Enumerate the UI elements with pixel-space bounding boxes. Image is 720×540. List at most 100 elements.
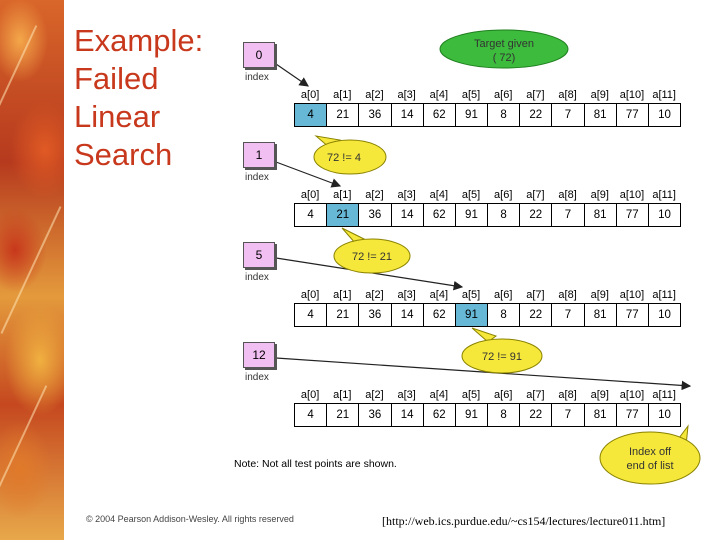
array-cell: 36	[359, 204, 391, 226]
array-index-label: a[2]	[358, 188, 390, 202]
array-index-label: a[11]	[648, 88, 680, 102]
array-cell: 22	[520, 304, 552, 326]
target-bubble-line: ( 72)	[493, 52, 516, 64]
array-index-label: a[9]	[584, 88, 616, 102]
pointer-arrow	[276, 64, 308, 86]
array-index-label: a[3]	[391, 88, 423, 102]
index-label: index	[245, 72, 269, 83]
array-cell: 36	[359, 404, 391, 426]
comparison-text: 72 != 4	[327, 152, 361, 164]
array-cell: 91	[456, 304, 488, 326]
array-index-label: a[8]	[552, 388, 584, 402]
array-index-label: a[5]	[455, 88, 487, 102]
array-cell: 14	[392, 104, 424, 126]
array-index-label: a[0]	[294, 188, 326, 202]
array-cell: 21	[327, 304, 359, 326]
array-index-label: a[10]	[616, 288, 648, 302]
array-cell: 4	[295, 204, 327, 226]
array-index-label: a[3]	[391, 188, 423, 202]
array-header-row: a[0]a[1]a[2]a[3]a[4]a[5]a[6]a[7]a[8]a[9]…	[294, 88, 680, 102]
array-index-label: a[4]	[423, 188, 455, 202]
comparison-text: 72 != 21	[352, 251, 392, 263]
array-index-label: a[11]	[648, 388, 680, 402]
array-index-label: a[3]	[391, 288, 423, 302]
index-box: 5	[243, 242, 275, 268]
array-index-label: a[7]	[519, 388, 551, 402]
array-index-label: a[6]	[487, 288, 519, 302]
array-cell: 7	[552, 204, 584, 226]
array-cell: 91	[456, 204, 488, 226]
index-box: 0	[243, 42, 275, 68]
array-cell: 91	[456, 104, 488, 126]
array-index-label: a[5]	[455, 188, 487, 202]
array-cell: 36	[359, 104, 391, 126]
array-index-label: a[9]	[584, 288, 616, 302]
array-cell: 14	[392, 204, 424, 226]
array-index-label: a[1]	[326, 188, 358, 202]
array-index-label: a[9]	[584, 388, 616, 402]
array-cell: 62	[424, 304, 456, 326]
array-index-label: a[6]	[487, 388, 519, 402]
array-cell: 62	[424, 104, 456, 126]
array-cell: 77	[617, 304, 649, 326]
comparison-text: 72 != 91	[482, 351, 522, 363]
array-index-label: a[2]	[358, 288, 390, 302]
array-cell: 81	[585, 304, 617, 326]
index-label: index	[245, 372, 269, 383]
array-cell: 77	[617, 404, 649, 426]
array-cell: 22	[520, 104, 552, 126]
comparison-bubble: 72 != 91	[462, 328, 542, 373]
array-index-label: a[11]	[648, 288, 680, 302]
array-index-label: a[3]	[391, 388, 423, 402]
array-index-label: a[6]	[487, 188, 519, 202]
array-cell: 7	[552, 304, 584, 326]
array-cell: 22	[520, 404, 552, 426]
array-cell: 10	[649, 204, 680, 226]
array-row: 421361462918227817710	[294, 103, 681, 127]
array-row: 421361462918227817710	[294, 403, 681, 427]
array-cell: 10	[649, 404, 680, 426]
array-index-label: a[8]	[552, 88, 584, 102]
array-index-label: a[4]	[423, 288, 455, 302]
array-index-label: a[9]	[584, 188, 616, 202]
array-index-label: a[5]	[455, 388, 487, 402]
target-bubble-line: Target given	[474, 38, 534, 50]
array-cell: 21	[327, 104, 359, 126]
array-index-label: a[11]	[648, 188, 680, 202]
array-index-label: a[8]	[552, 288, 584, 302]
end-bubble-line: end of list	[626, 460, 673, 472]
array-index-label: a[4]	[423, 88, 455, 102]
index-label: index	[245, 272, 269, 283]
copyright-text: © 2004 Pearson Addison-Wesley. All right…	[86, 514, 294, 524]
array-cell: 4	[295, 104, 327, 126]
note-text: Note: Not all test points are shown.	[234, 458, 397, 470]
array-index-label: a[10]	[616, 88, 648, 102]
index-label: index	[245, 172, 269, 183]
array-cell: 7	[552, 404, 584, 426]
array-index-label: a[7]	[519, 288, 551, 302]
index-box: 1	[243, 142, 275, 168]
array-index-label: a[10]	[616, 188, 648, 202]
array-cell: 14	[392, 304, 424, 326]
array-cell: 81	[585, 204, 617, 226]
array-index-label: a[10]	[616, 388, 648, 402]
array-cell: 10	[649, 104, 680, 126]
array-cell: 22	[520, 204, 552, 226]
array-cell: 4	[295, 404, 327, 426]
array-cell: 62	[424, 404, 456, 426]
array-cell: 36	[359, 304, 391, 326]
array-header-row: a[0]a[1]a[2]a[3]a[4]a[5]a[6]a[7]a[8]a[9]…	[294, 188, 680, 202]
array-index-label: a[0]	[294, 288, 326, 302]
array-cell: 21	[327, 204, 359, 226]
array-header-row: a[0]a[1]a[2]a[3]a[4]a[5]a[6]a[7]a[8]a[9]…	[294, 388, 680, 402]
array-index-label: a[1]	[326, 388, 358, 402]
array-index-label: a[7]	[519, 188, 551, 202]
array-cell: 81	[585, 404, 617, 426]
array-cell: 8	[488, 304, 520, 326]
index-box: 12	[243, 342, 275, 368]
array-cell: 77	[617, 104, 649, 126]
array-cell: 10	[649, 304, 680, 326]
comparison-bubble: 72 != 21	[334, 228, 410, 273]
